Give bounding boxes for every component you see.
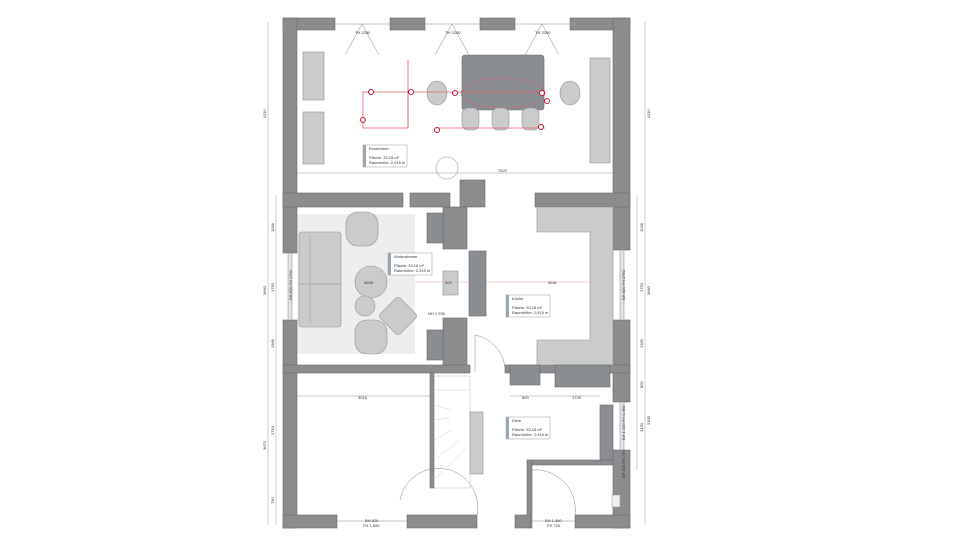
dim-right: 800 (639, 381, 644, 388)
dim-3658: 3658 (364, 280, 374, 285)
room-name: Küche (512, 296, 524, 301)
room-label-kueche: Küche Fläche: 33,18 m² Raumhöhe: 2,915 m (505, 294, 551, 318)
room-height: Raumhöhe: 2,915 m (394, 268, 431, 273)
dim-left: 1048 (270, 222, 275, 232)
door-label: TH 2250 (445, 30, 461, 35)
room-height: Raumhöhe: 2,915 m (369, 160, 406, 165)
lighting-plan (360, 60, 550, 133)
dim-right: 1750 (639, 282, 644, 292)
window-label: BH 1.360 (545, 518, 562, 523)
door-label: TH 2250 (535, 30, 551, 35)
room-label-esszimmer: Esszimmer Fläche: 33,18 m² Raumhöhe: 2,9… (362, 144, 408, 168)
room-height: Raumhöhe: 2,915 m (512, 432, 549, 437)
dim-left: 3670 (262, 440, 267, 450)
dim-3018: 3018 (358, 395, 368, 400)
dim-left: 4110 (262, 109, 267, 118)
walls (282, 17, 631, 529)
dim-right: 3660 (646, 285, 651, 295)
room-area: Fläche: 33,18 m² (512, 427, 543, 432)
room-height: Raumhöhe: 2,915 m (512, 310, 549, 315)
dim-1725: 1725 (572, 395, 582, 400)
dim-left: 3660 (262, 285, 267, 295)
dim-800: 800 (522, 395, 529, 400)
window-label: BH 820 FH 1750 (621, 269, 626, 300)
window-label: BH 1.130 FH 1.450 (621, 405, 626, 440)
dim-left: 790 (270, 497, 275, 504)
dim-left: 1750 (270, 282, 275, 292)
window-label: BH 820 FH 720 (621, 450, 626, 478)
room-area: Fläche: 33,18 m² (394, 263, 425, 268)
entrance-door (399, 468, 478, 516)
dim-left: 2710 (270, 425, 275, 435)
room-label-wohnzimmer: Wohnzimmer Fläche: 33,18 m² Raumhöhe: 2,… (387, 252, 433, 276)
window-label: FH 1.500 (363, 523, 380, 528)
dim-7620: 7620 (498, 168, 508, 173)
dim-909: 909 (445, 280, 452, 285)
terrace-doors: TH 2250 TH 2250 TH 2250 (335, 23, 570, 56)
room-name: Esszimmer (369, 146, 389, 151)
windows (287, 249, 625, 522)
dim-left: 1389 (270, 338, 275, 348)
window-label: BH 820 (365, 518, 379, 523)
room-area: Fläche: 33,18 m² (512, 305, 543, 310)
window-label: FH 720 (547, 523, 561, 528)
door-label: TH 2250 (355, 30, 371, 35)
living-furniture: 3658 909 NH 1.935 (298, 211, 459, 361)
dim-right: 1430 (639, 422, 644, 432)
niche-height: NH 1.935 (428, 311, 446, 316)
wc-door (531, 469, 576, 516)
dining-set (302, 51, 611, 180)
kitchen-door (474, 334, 506, 372)
dim-right: 4110 (646, 109, 651, 118)
room-label-diele: Diele Fläche: 33,18 m² Raumhöhe: 2,915 m (505, 416, 551, 440)
window-label: BH 820 FH 1750 (288, 269, 293, 300)
room-name: Diele (512, 418, 522, 423)
kitchen-furniture: 3641 (468, 206, 614, 461)
dim-right: 1389 (639, 338, 644, 348)
staircase (433, 375, 621, 508)
room-name: Wohnzimmer (394, 254, 418, 259)
dimension-labels: 7620 3018 800 1725 4110 4110 1048 3660 1… (262, 109, 651, 528)
dim-3641: 3641 (548, 280, 558, 285)
dim-right: 1048 (639, 222, 644, 232)
room-area: Fläche: 33,18 m² (369, 155, 400, 160)
dim-right: 2300 (646, 415, 651, 425)
